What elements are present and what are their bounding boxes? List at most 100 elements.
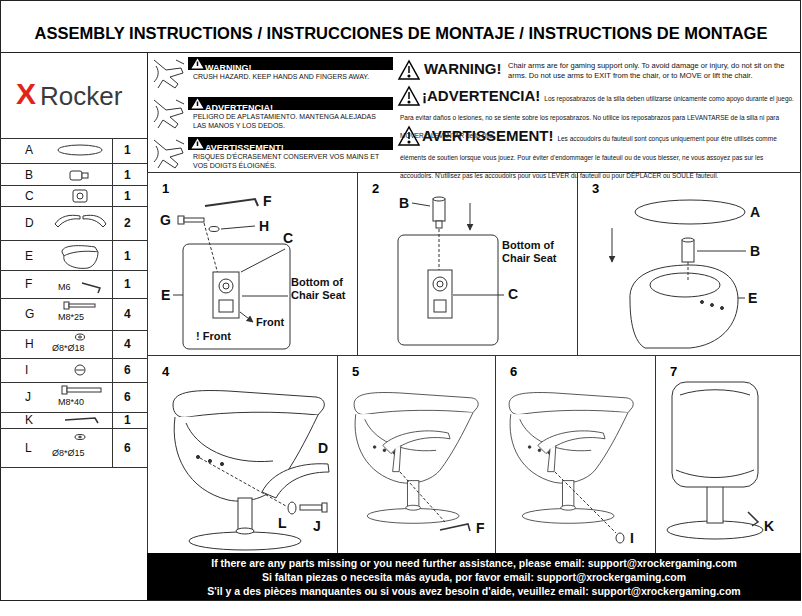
part-quantity: 6 [124,363,131,377]
help-footer: If there are any parts missing or you ne… [147,553,801,600]
step3-drawing [682,240,694,262]
hand-hazard-icon [154,66,158,82]
warning-paragraph: AVERTISSEMENT!Les accoudoirs du fauteuil… [400,126,797,182]
step6-drawing [616,533,624,543]
warning-triangle [408,101,410,103]
warning-heading: ¡ADVERTENCIA! [422,87,540,104]
parts-table-grid [0,358,147,359]
step7-drawing [667,521,763,539]
part-icons [76,334,85,340]
part-note: Front [256,316,284,329]
part-note: Bottom of Chair Seat [502,239,572,265]
parts-table-grid [0,298,147,299]
warning-icon [191,138,204,149]
step7-drawing [707,485,723,523]
part-icons [73,190,87,202]
step6-drawing [538,431,605,472]
parts-table-grid [0,467,147,468]
part-quantity: 1 [124,413,131,427]
step3-drawing [630,265,738,348]
part-icons [70,171,82,180]
brand-logo: X [16,78,36,110]
step3-drawing [711,304,714,307]
step5-drawing [440,524,470,531]
step3-drawing [738,298,745,299]
step-number: 5 [352,364,359,379]
step2-drawing [470,203,471,230]
part-letter: C [25,189,34,203]
step5-drawing [400,472,445,522]
warning-band: WARNING! [188,57,393,70]
warning-icon [197,62,199,67]
parts-table-grid [0,412,147,413]
step3-drawing [697,251,746,252]
step-number: 6 [510,364,517,379]
part-icons [76,370,84,371]
warning-heading: AVERTISSEMENT! [422,127,553,144]
part-letter: A [25,143,33,157]
part-icons [79,436,82,438]
part-icons [58,145,102,155]
help-text: Si faltan piezas o necesita más ayuda, p… [262,570,686,584]
step-panel: 7 [655,355,801,554]
hand-hazard-icon [154,60,184,168]
callout-letter: A [750,204,760,220]
part-letter: H [25,337,34,351]
warning-text: PELIGRO DE APLASTAMIENTO. MANTENGA ALEJA… [193,112,388,130]
step7-drawing [680,390,750,395]
part-quantity: 6 [124,441,131,455]
step1-drawing [205,199,258,206]
parts-table-grid [0,138,147,139]
part-note: ! Front [196,330,231,343]
step6-drawing [555,472,616,533]
step2-drawing [412,203,430,206]
part-icons [55,215,80,227]
callout-letter: F [263,193,272,209]
parts-table-grid [0,163,147,164]
step1-drawing [219,279,233,293]
step3-drawing [650,273,720,297]
warning-triangle [408,66,410,73]
hand-hazard-icon [176,140,184,144]
parts-table-grid [0,240,147,241]
warning-icon [192,59,204,69]
step-panel: 3 [577,172,801,356]
part-icons [64,302,69,309]
callout-letter: E [748,290,757,306]
callout-letter: J [313,518,321,534]
callout-letter: B [750,243,760,259]
part-quantity: 1 [124,277,131,291]
step1-drawing [173,199,290,349]
hand-hazard-icon [176,100,184,104]
part-letter: L [25,441,32,455]
hand-hazard-icon [176,60,184,64]
callout-letter: G [160,212,171,228]
step1-drawing [219,300,233,312]
part-letter: I [25,363,28,377]
part-quantity: 4 [124,337,131,351]
part-icons [82,173,88,178]
parts-table-grid [0,382,147,383]
part-quantity: 1 [124,189,131,203]
part-size: M8*40 [58,397,84,408]
warning-heading: WARNING! [424,59,502,79]
step-number: 2 [372,181,379,196]
brand-logo: Rocker [40,80,122,112]
page-frame [0,1,801,601]
hand-hazard-icon [154,100,183,128]
step2-drawing [434,300,446,312]
step3-drawing [635,200,745,224]
step3-drawing [701,301,704,304]
step5-drawing [383,431,450,472]
part-letter: D [25,216,34,230]
warning-icon [197,102,199,107]
step-panel: 4 [147,355,338,554]
warning-band: AVERTISSEMENT! [188,137,393,150]
step1-drawing [221,226,255,229]
step4-drawing [322,503,327,512]
page-frame [0,52,801,53]
part-size: Ø8*Ø15 [52,448,85,459]
part-icons [77,193,83,199]
step4-drawing [262,464,329,498]
parts-table-grid [0,185,147,186]
